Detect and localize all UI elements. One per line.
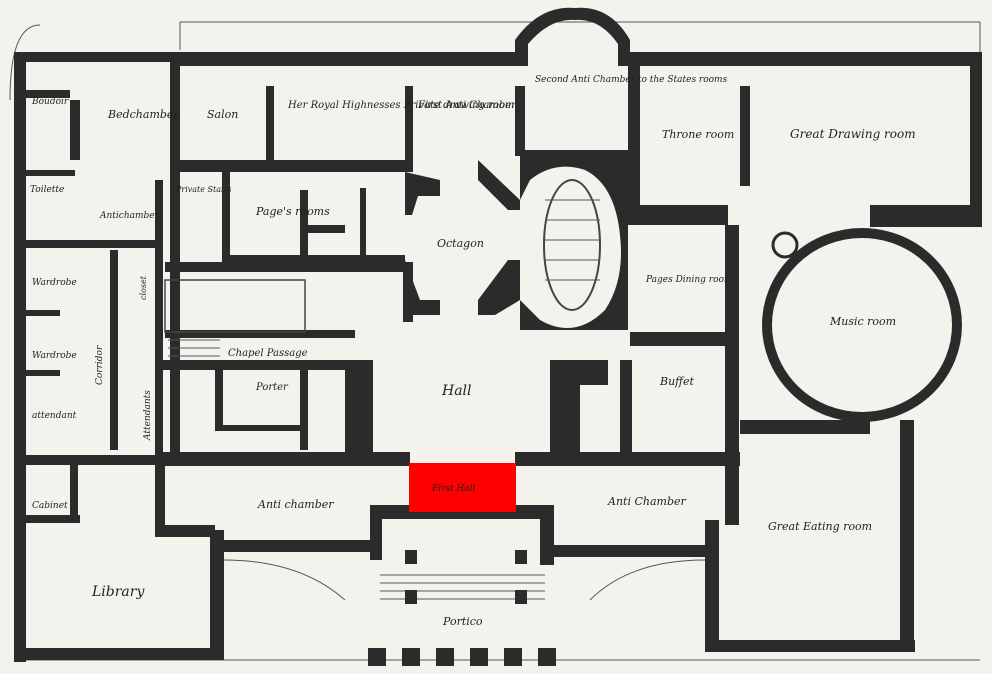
label-library: Library bbox=[91, 584, 145, 600]
label-portico: Portico bbox=[442, 615, 483, 628]
label-attendants: Attendants bbox=[143, 390, 153, 441]
music-room-shape bbox=[762, 228, 962, 422]
label-private-drawing-room-text: Her Royal Highnesses Private drawing roo… bbox=[287, 100, 514, 111]
label-second-anti-chamber: Second Anti Chamber to the States rooms bbox=[535, 75, 728, 85]
label-corridor: Corridor bbox=[95, 345, 105, 385]
label-boudoir: Boudoir bbox=[31, 97, 69, 107]
label-private-drawing-room: Her Royal Highnesses Private drawing roo… bbox=[287, 100, 514, 111]
interior-walls bbox=[20, 62, 980, 565]
label-toilette: Toilette bbox=[30, 185, 64, 195]
label-anti-chamber-right: Anti Chamber bbox=[607, 495, 687, 508]
label-bedchamber: Bedchamber bbox=[107, 108, 179, 121]
label-attendant: attendant bbox=[32, 411, 77, 421]
label-pages-dining-room: Pages Dining room bbox=[645, 275, 732, 285]
label-closet: closet bbox=[139, 275, 148, 300]
portico-columns bbox=[223, 550, 706, 666]
label-salon: Salon bbox=[207, 108, 238, 121]
room-labels: Boudoir Bedchamber Salon Her Royal Highn… bbox=[30, 75, 916, 628]
label-great-drawing-room: Great Drawing room bbox=[790, 127, 916, 141]
label-chapel-passage: Chapel Passage bbox=[228, 348, 308, 359]
outer-walls bbox=[14, 7, 982, 662]
label-hall: Hall bbox=[441, 383, 472, 399]
label-antichamber-small: Antichamber bbox=[99, 211, 160, 221]
label-first-hall: First Hall bbox=[431, 484, 476, 494]
label-octagon: Octagon bbox=[437, 237, 484, 250]
label-throne-room: Throne room bbox=[662, 128, 734, 141]
label-porter: Porter bbox=[255, 382, 289, 393]
label-anti-chamber-left: Anti chamber bbox=[257, 498, 334, 511]
label-private-stairs: Private Stairs bbox=[175, 185, 232, 194]
label-wardrobe-1: Wardrobe bbox=[32, 278, 77, 288]
label-first-anti-chamber: First Anti Chamber bbox=[417, 100, 517, 111]
label-pages-rooms: Page's rooms bbox=[255, 205, 330, 218]
first-hall-highlight[interactable] bbox=[409, 463, 516, 512]
label-great-eating-room: Great Eating room bbox=[768, 520, 872, 533]
label-wardrobe-2: Wardrobe bbox=[32, 351, 77, 361]
label-buffet: Buffet bbox=[659, 375, 694, 388]
label-cabinet: Cabinet bbox=[32, 501, 68, 511]
label-music-room: Music room bbox=[829, 315, 896, 328]
